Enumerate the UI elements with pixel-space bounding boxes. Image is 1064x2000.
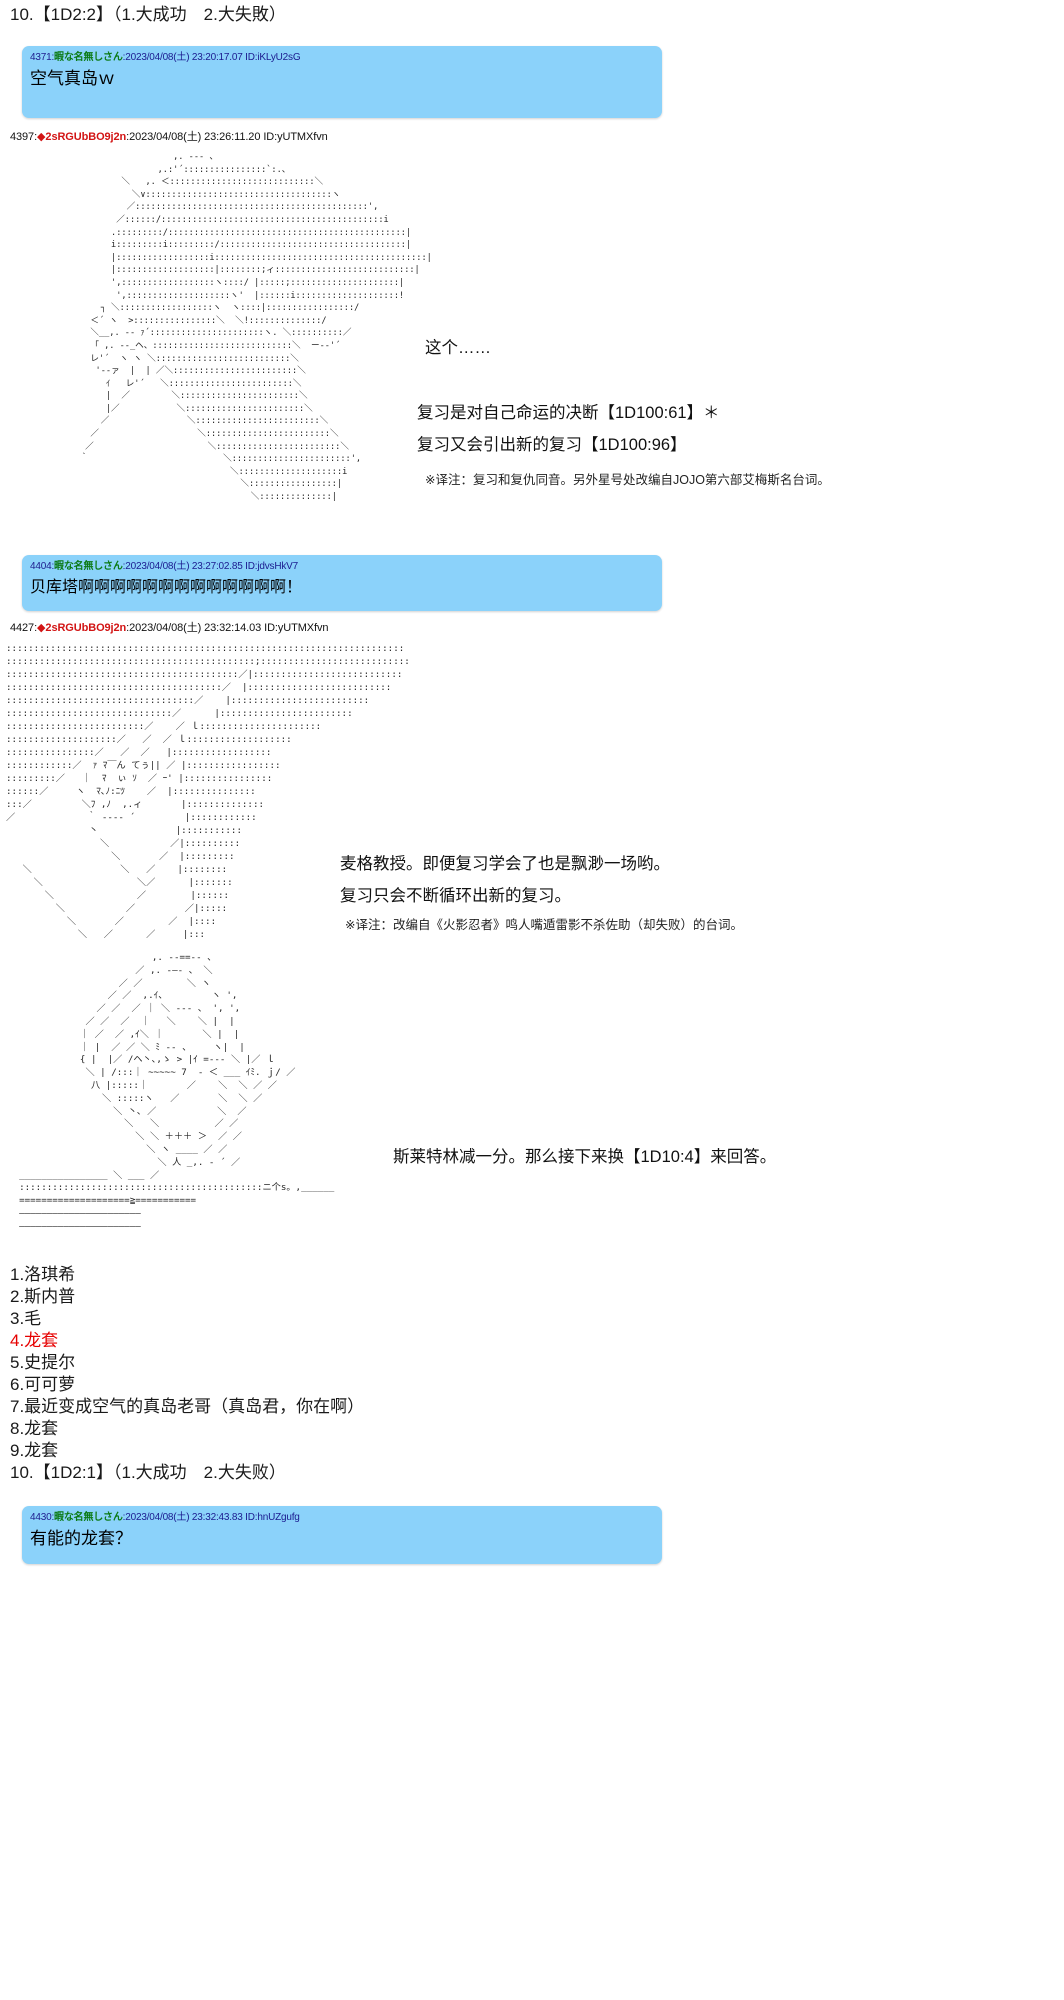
scene-2-line-2: 复习只会不断循环出新的复习。 — [340, 887, 571, 905]
scene-1: ,. -‐- 、 ,.:'´::::::::::::::::`:.、 ＼ ,. … — [0, 151, 1064, 551]
aa-art-2: ::::::::::::::::::::::::::::::::::::::::… — [6, 643, 410, 940]
post-bubble-4404[interactable]: 4404:暇な名無しさん:2023/04/08(土) 23:27:02.85 I… — [22, 555, 662, 611]
post-date: 2023/04/08(土) 23:27:02.85 — [125, 561, 243, 572]
post-date: 2023/04/08(土) 23:32:43.83 — [125, 1512, 243, 1523]
post-sep: : — [34, 131, 38, 143]
scene-1-line-2: 复习是对自己命运的决断【1D100:61】＊ — [417, 404, 720, 422]
choice-item-5[interactable]: 5.史提尔 — [10, 1353, 76, 1372]
choice-item-4[interactable]: 4.龙套 — [10, 1331, 59, 1350]
choice-item-9[interactable]: 9.龙套 — [10, 1441, 59, 1460]
post-number: 4397 — [10, 131, 35, 143]
post-tripcode[interactable]: 2sRGUbBO9j — [45, 622, 114, 634]
post-sep2: : — [126, 131, 130, 143]
post-sep: : — [51, 52, 55, 63]
choice-item-10[interactable]: 10.【1D2:1】（1.大成功 2.大失败） — [10, 1463, 286, 1482]
post-sep: : — [34, 622, 38, 634]
post-sep2: : — [122, 561, 126, 572]
choice-list: 1.洛琪希 2.斯内普 3.毛 4.龙套 5.史提尔 6.可可萝 7.最近变成空… — [0, 1264, 1064, 1484]
scene-2-line-1: 麦格教授。即便复习学会了也是飘渺一场哟。 — [340, 855, 670, 873]
post-tripcode-tail: 2n — [113, 131, 127, 143]
post-sep2: : — [122, 1512, 126, 1523]
tripcode-diamond-icon: ◆ — [37, 622, 46, 634]
scene-3: ,. -‐==‐- 、 ／ ,. -―- 、 ＼ ／ ／ ＼ ヽ ／ ／ ,.ｲ… — [0, 952, 1064, 1262]
post-number: 4430 — [30, 1512, 52, 1523]
post-user-id: ID:yUTMXfvn — [264, 622, 329, 634]
post-bubble-4371[interactable]: 4371:暇な名無しさん:2023/04/08(土) 23:20:17.07 I… — [22, 46, 662, 118]
aa-art-1: ,. -‐- 、 ,.:'´::::::::::::::::`:.、 ＼ ,. … — [80, 152, 432, 503]
scene-2: ::::::::::::::::::::::::::::::::::::::::… — [0, 642, 1064, 952]
post-body-4430: 有能的龙套？ — [30, 1529, 132, 1548]
post-body-4371: 空气真岛ｗ — [30, 69, 115, 88]
post-meta-4430: 4430:暇な名無しさん:2023/04/08(土) 23:32:43.83 I… — [30, 1511, 654, 1524]
post-sep2: : — [122, 52, 126, 63]
post-meta-4371: 4371:暇な名無しさん:2023/04/08(土) 23:20:17.07 I… — [30, 51, 654, 64]
post-user-id: ID:jdvsHkV7 — [245, 561, 298, 572]
post-author-name[interactable]: 暇な名無しさん — [54, 52, 123, 63]
post-author-name[interactable]: 暇な名無しさん — [54, 1512, 123, 1523]
choice-item-2[interactable]: 2.斯内普 — [10, 1287, 76, 1306]
post-tripcode-tail: 2n — [113, 622, 127, 634]
scene-1-translator-note: ※译注：复习和复仇同音。另外星号处改编自JOJO第六部艾梅斯名台词。 — [425, 473, 830, 487]
top-choice-line: 10.【1D2:2】（1.大成功 2.大失敗） — [10, 5, 286, 24]
post-bubble-4430[interactable]: 4430:暇な名無しさん:2023/04/08(土) 23:32:43.83 I… — [22, 1506, 662, 1564]
post-sep: : — [51, 561, 55, 572]
post-user-id: ID:iKLyU2sG — [245, 52, 301, 63]
scene-1-line-3: 复习又会引出新的复习【1D100:96】 — [417, 436, 687, 454]
choice-item-8[interactable]: 8.龙套 — [10, 1419, 59, 1438]
post-body-4404: 贝库塔啊啊啊啊啊啊啊啊啊啊啊啊啊！ — [30, 579, 303, 596]
scene-3-line-1: 斯莱特林减一分。那么接下来换【1D10:4】来回答。 — [393, 1148, 777, 1166]
post-meta-4397: 4397:◆2sRGUbBO9j2n:2023/04/08(土) 23:26:1… — [10, 130, 1064, 145]
post-meta-4427: 4427:◆2sRGUbBO9j2n:2023/04/08(土) 23:32:1… — [10, 621, 1064, 636]
post-meta-4404: 4404:暇な名無しさん:2023/04/08(土) 23:27:02.85 I… — [30, 560, 654, 573]
post-sep2: : — [126, 622, 130, 634]
post-user-id: ID:hnUZgufg — [245, 1512, 300, 1523]
choice-item-1[interactable]: 1.洛琪希 — [10, 1265, 76, 1284]
scene-2-translator-note: ※译注：改编自《火影忍者》鸣人嘴遁雷影不杀佐助（却失败）的台词。 — [345, 918, 743, 932]
aa-art-3: ,. -‐==‐- 、 ／ ,. -―- 、 ＼ ／ ／ ＼ ヽ ／ ／ ,.ｲ… — [19, 952, 335, 1232]
post-user-id: ID:yUTMXfvn — [263, 131, 328, 143]
post-number: 4371 — [30, 52, 52, 63]
post-number: 4404 — [30, 561, 52, 572]
post-author-name[interactable]: 暇な名無しさん — [54, 561, 123, 572]
choice-item-7[interactable]: 7.最近变成空气的真岛老哥（真岛君，你在啊） — [10, 1397, 365, 1416]
post-sep: : — [51, 1512, 55, 1523]
post-date: 2023/04/08(土) 23:26:11.20 — [129, 131, 261, 143]
post-date: 2023/04/08(土) 23:20:17.07 — [125, 52, 243, 63]
post-date: 2023/04/08(土) 23:32:14.03 — [129, 622, 262, 634]
choice-item-6[interactable]: 6.可可萝 — [10, 1375, 76, 1394]
scene-1-line-1: 这个…… — [425, 339, 491, 357]
tripcode-diamond-icon: ◆ — [37, 131, 46, 143]
choice-item-3[interactable]: 3.毛 — [10, 1309, 42, 1328]
post-number: 4427 — [10, 622, 35, 634]
post-tripcode[interactable]: 2sRGUbBO9j — [45, 131, 114, 143]
